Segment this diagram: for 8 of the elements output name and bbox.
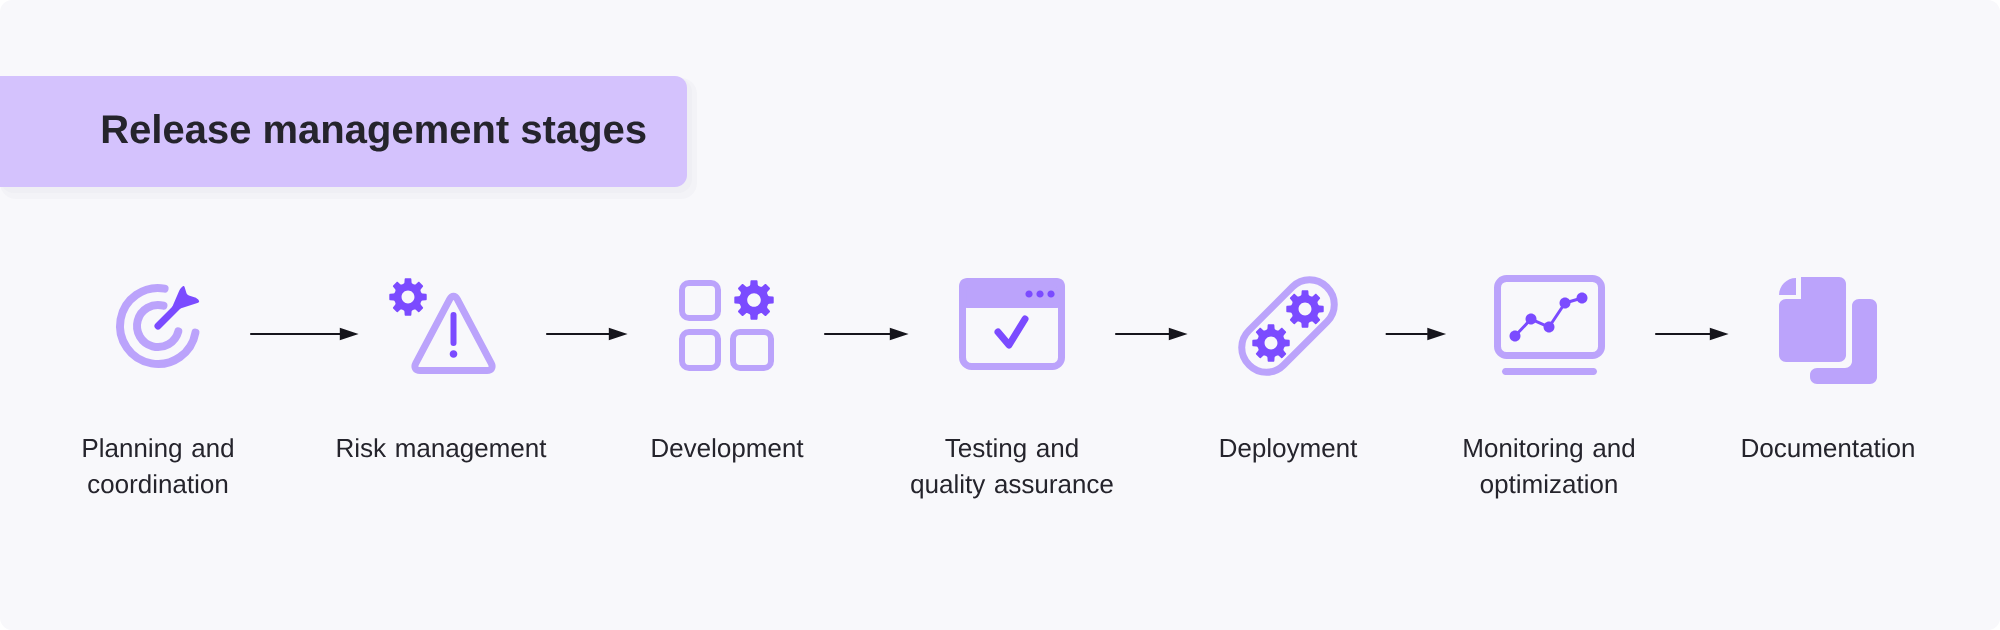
stage-caption: Planning and coordination	[83, 438, 233, 494]
stage-caption: Deployment	[1220, 438, 1358, 463]
stage-caption: Documentation	[1742, 438, 1914, 458]
stage-caption: Testing and quality assurance	[911, 438, 1113, 499]
stage-caption: Monitoring and optimization	[1464, 438, 1634, 499]
title-banner: Release management stages	[0, 76, 697, 199]
stage-caption: Development	[652, 438, 804, 463]
stage-caption: Risk management	[337, 438, 547, 463]
